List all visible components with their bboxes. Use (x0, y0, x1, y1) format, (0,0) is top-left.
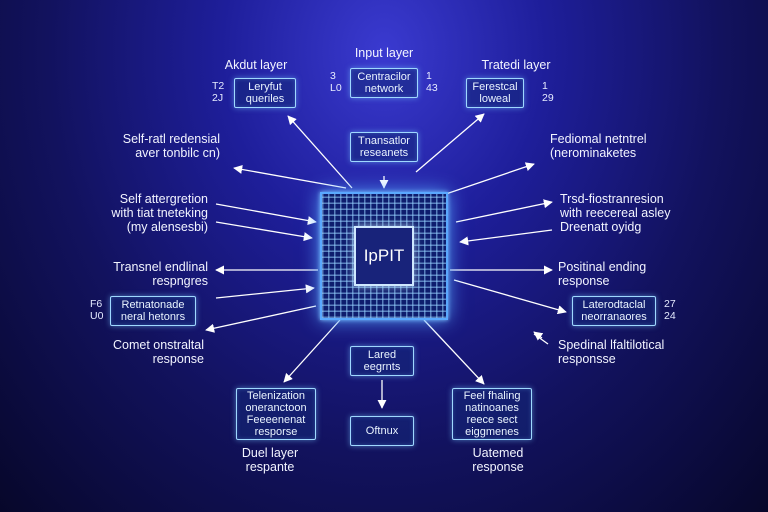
arrow-right-2b (459, 229, 553, 246)
box-bottom-center: Oftnux (350, 416, 414, 446)
arrow-top-right (415, 113, 485, 173)
arrow-right-2a (455, 199, 553, 223)
arrow-left-2a (215, 203, 317, 226)
arrow-right-4 (533, 333, 549, 345)
arrow-top-left (287, 115, 353, 189)
label-right-top: Tratedi layer (481, 58, 551, 72)
arrow-right-1 (439, 162, 535, 197)
arrow-bottom-left (283, 319, 341, 383)
arrow-left-3b (215, 284, 315, 299)
arrow-right-3b (453, 279, 567, 315)
arrow-left-4 (205, 305, 317, 333)
arrow-left-1 (233, 164, 347, 189)
arrow-right-4b (533, 331, 544, 341)
chip-core-label: IpPIT (354, 226, 414, 286)
label-right-1: Fediomal netntrel(nerominaketes (550, 132, 647, 160)
arrow-left-2b (215, 221, 313, 242)
label-left-top: Akdut layer (224, 58, 288, 72)
label-center-top: Input layer (354, 46, 414, 60)
arrow-bottom-right (423, 319, 485, 385)
processor-chip (320, 192, 448, 320)
